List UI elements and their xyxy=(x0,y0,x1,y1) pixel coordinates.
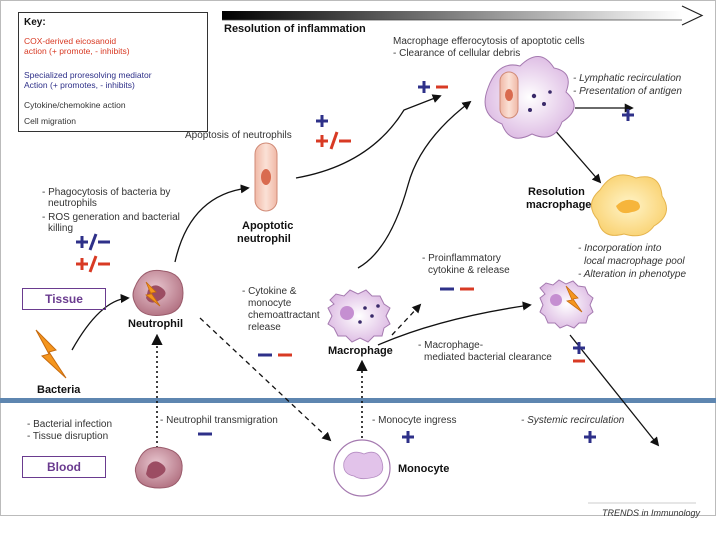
neutrophil-label: Neutrophil xyxy=(128,318,183,330)
solid-arrows xyxy=(71,94,660,447)
key-migration: Cell migration xyxy=(24,116,76,126)
key-spm-line2: Action (+ promotes, - inhibits) xyxy=(24,80,135,90)
monocyte-cell xyxy=(333,439,391,497)
systemic-recirculation-text: - Systemic recirculation xyxy=(521,415,625,426)
alteration-text: - Alteration in phenotype xyxy=(578,269,687,280)
ros-text-2: killing xyxy=(48,223,74,234)
migration-arrows xyxy=(151,333,368,448)
cytokine-arrows xyxy=(199,303,422,442)
macrophage-label: Macrophage xyxy=(328,345,393,357)
incorporation-text-1: - Incorporation into xyxy=(578,243,662,254)
monocyte-label: Monocyte xyxy=(398,463,450,475)
monocyte-ingress-text: - Monocyte ingress xyxy=(372,415,457,426)
efferocytosis-text: Macrophage efferocytosis of apoptotic ce… xyxy=(393,36,585,47)
key-cox-line1: COX-derived eicosanoid xyxy=(24,36,117,46)
cytokine-text-3: chemoattractant xyxy=(248,310,320,321)
key-cytokine: Cytokine/chemokine action xyxy=(24,100,126,110)
resolution-macrophage-label-2: macrophage xyxy=(526,199,592,211)
transmigration-text: - Neutrophil transmigration xyxy=(160,415,278,426)
apoptosis-text: Apoptosis of neutrophils xyxy=(185,130,292,141)
blood-box: Blood xyxy=(22,456,106,478)
bacteria-label: Bacteria xyxy=(37,384,81,396)
cytokine-text-2: monocyte xyxy=(248,298,292,309)
macrophage-clearance-text-1: - Macrophage- xyxy=(418,340,484,351)
efferocytosis-macrophage-cell xyxy=(484,56,575,139)
antigen-text: - Presentation of antigen xyxy=(573,86,682,97)
phagocytosis-text-1: - Phagocytosis of bacteria by xyxy=(42,187,171,198)
incorporation-text-2: local macrophage pool xyxy=(584,256,685,267)
macrophage-clearance-text-2: mediated bacterial clearance xyxy=(424,352,552,363)
key-cox-line2: action (+ promote, - inhibits) xyxy=(24,46,130,56)
clearance-text: - Clearance of cellular debris xyxy=(393,48,521,59)
key-title: Key: xyxy=(24,17,46,28)
resolution-macrophage-cell xyxy=(591,174,667,237)
vessel-membrane xyxy=(0,398,716,403)
proinflammatory-text-2: cytokine & release xyxy=(428,265,510,276)
neutrophil-cell xyxy=(132,269,184,316)
phagocytosis-text-2: neutrophils xyxy=(48,198,97,209)
bacterial-infection-text: - Bacterial infection xyxy=(27,419,113,430)
ros-text-1: - ROS generation and bacterial xyxy=(42,212,180,223)
tissue-disruption-text: - Tissue disruption xyxy=(27,431,109,442)
cytokine-text-4: release xyxy=(248,322,281,333)
bacteria-bolt-icon xyxy=(35,329,67,379)
journal-credit: TRENDS in Immunology xyxy=(602,508,701,518)
apoptotic-neutrophil-label-2: neutrophil xyxy=(237,233,291,245)
macrophage-cell xyxy=(327,289,391,343)
lymphatic-text: - Lymphatic recirculation xyxy=(573,73,682,84)
figure-frame xyxy=(0,0,716,516)
resolution-heading: Resolution of inflammation xyxy=(224,23,366,35)
resolution-macrophage-label-1: Resolution xyxy=(528,186,585,198)
proinflammatory-text-1: - Proinflammatory xyxy=(422,253,501,264)
legend-key: Key: COX-derived eicosanoid action (+ pr… xyxy=(18,12,208,132)
apoptotic-neutrophil-label-1: Apoptotic xyxy=(242,220,294,232)
resolution-gradient-arrow xyxy=(222,5,704,26)
bacterial-clearance-macrophage-cell xyxy=(539,279,594,329)
apoptotic-neutrophil-cell xyxy=(254,142,278,212)
cytokine-text-1: - Cytokine & xyxy=(242,286,297,297)
blood-neutrophil-cell xyxy=(134,446,183,489)
tissue-box: Tissue xyxy=(22,288,106,310)
key-spm-line1: Specialized proresolving mediator xyxy=(24,70,152,80)
